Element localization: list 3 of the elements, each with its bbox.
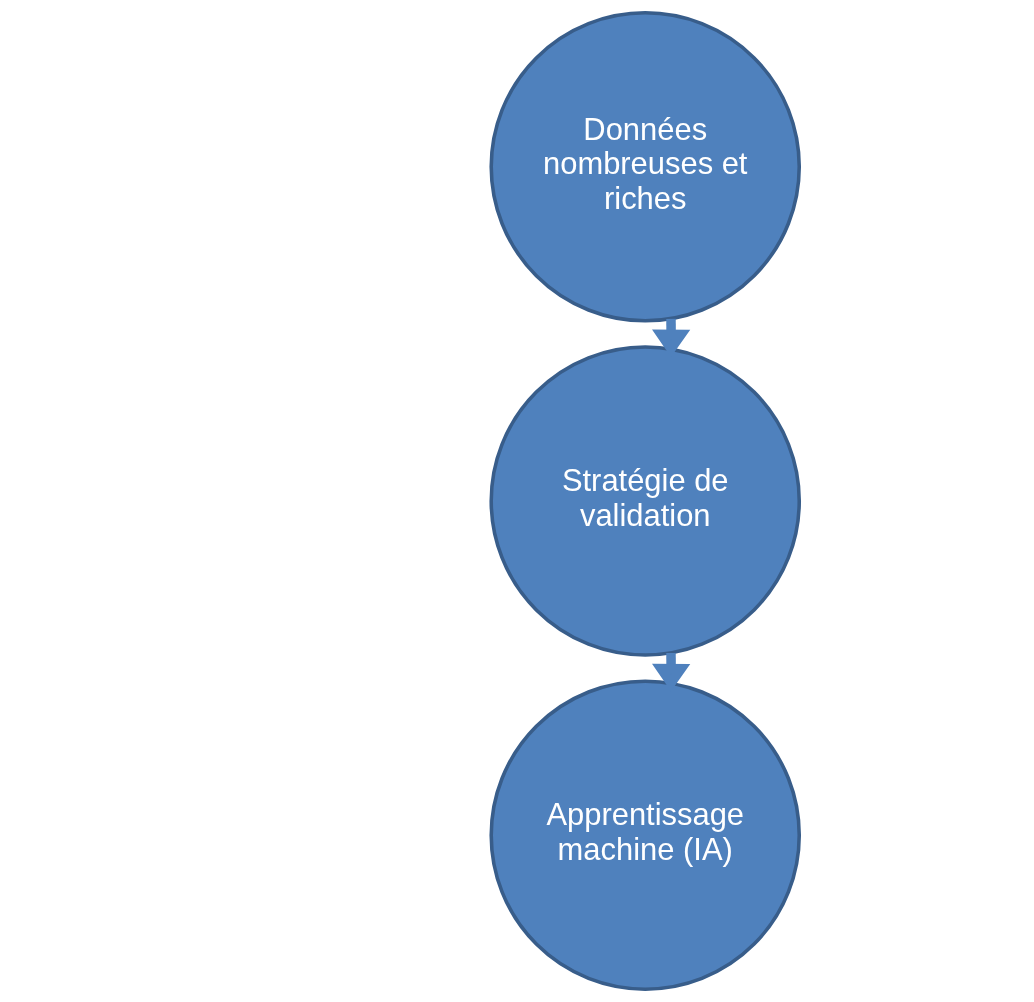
node-circle: Stratégie de validation: [489, 345, 802, 657]
node-circle: Données nombreuses et riches: [489, 11, 802, 323]
node-circle: Apprentissage machine (IA): [489, 679, 802, 991]
